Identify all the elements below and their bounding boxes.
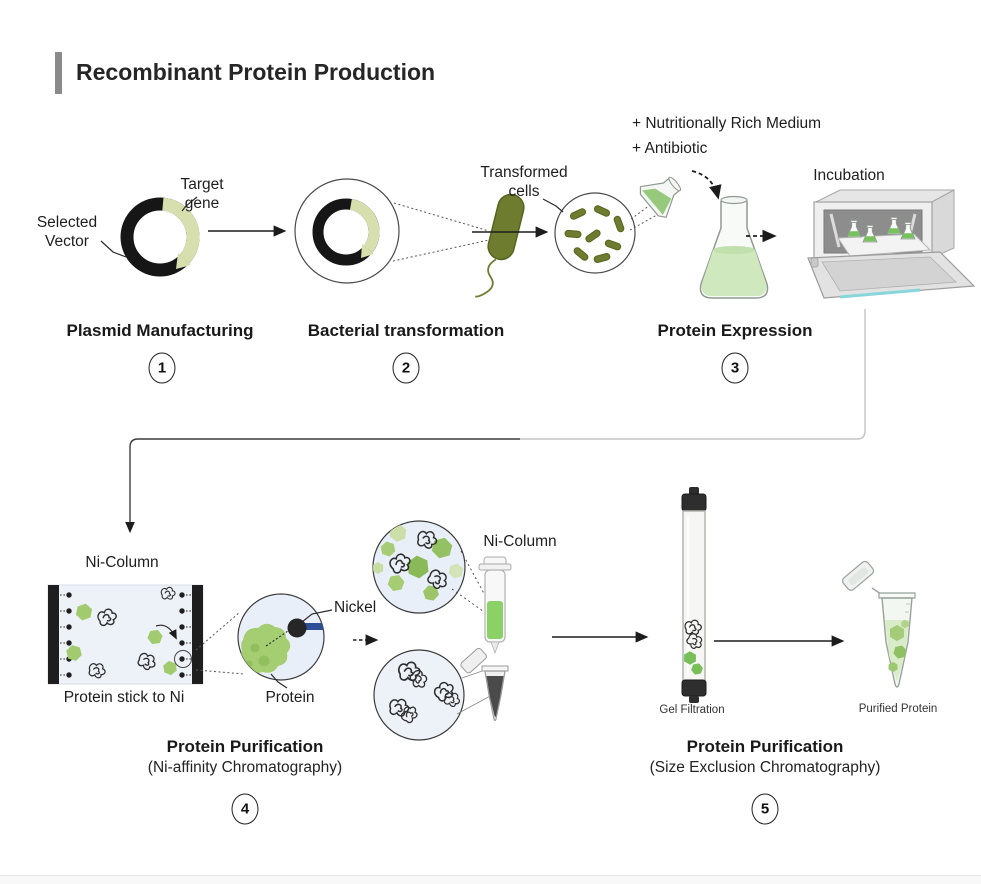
step1-number: 1 [148,352,176,384]
step1-label: Plasmid Manufacturing [66,321,254,340]
ni-column-right-label: Ni-Column [483,533,557,550]
gel-filtration-column-icon [681,487,707,703]
step3-label: Protein Expression [657,321,813,340]
eluted-protein-circle-icon [372,520,488,615]
rich-medium-label: + Nutritionally Rich Medium [632,115,822,132]
connector-elbow [125,309,866,534]
selected-vector-label: Selected Vector [36,214,98,250]
plasmid-icon [100,196,200,277]
waste-circle-icon [373,649,495,741]
protein-stick-label: Protein stick to Ni [63,689,185,706]
waste-tube-icon [460,647,509,722]
step4-label: Protein Purification [166,737,324,756]
ni-column-left-label: Ni-Column [85,554,159,571]
step2-label: Bacterial transformation [307,321,505,340]
step5-label: Protein Purification [686,737,844,756]
step5-sublabel: (Size Exclusion Chromatography) [649,759,881,776]
ni-column-box-icon [47,584,245,685]
protein-label: Protein [265,689,315,706]
step5-number: 5 [751,793,779,825]
target-gene-label: Target gene [180,176,224,212]
step4-number: 4 [231,793,259,825]
step3-number: 3 [721,352,749,384]
spin-column-icon [478,556,512,655]
plasmid-circle-icon [294,178,490,284]
purified-protein-tube-icon [841,560,916,688]
transformed-cells-icon [542,192,665,274]
erlenmeyer-flask-icon [699,195,769,299]
transformed-cells-label: Transformed cells [480,164,568,200]
bacterium-icon [475,193,525,298]
title-accent-bar [55,52,62,94]
purified-protein-label: Purified Protein [858,703,938,715]
bottom-divider [0,875,981,884]
incubator-icon [807,189,976,299]
step2-number: 2 [392,352,420,384]
nickel-label: Nickel [334,599,377,616]
pouring-flask-icon [639,176,682,218]
pour-arrow [691,170,722,200]
step4-sublabel: (Ni-affinity Chromatography) [147,759,343,776]
page-title: Recombinant Protein Production [76,59,436,85]
nickel-zoom-circle-icon [237,593,333,689]
antibiotic-label: + Antibiotic [632,140,708,157]
incubation-label: Incubation [813,167,885,184]
gel-filtration-label: Gel Filtration [659,704,725,716]
